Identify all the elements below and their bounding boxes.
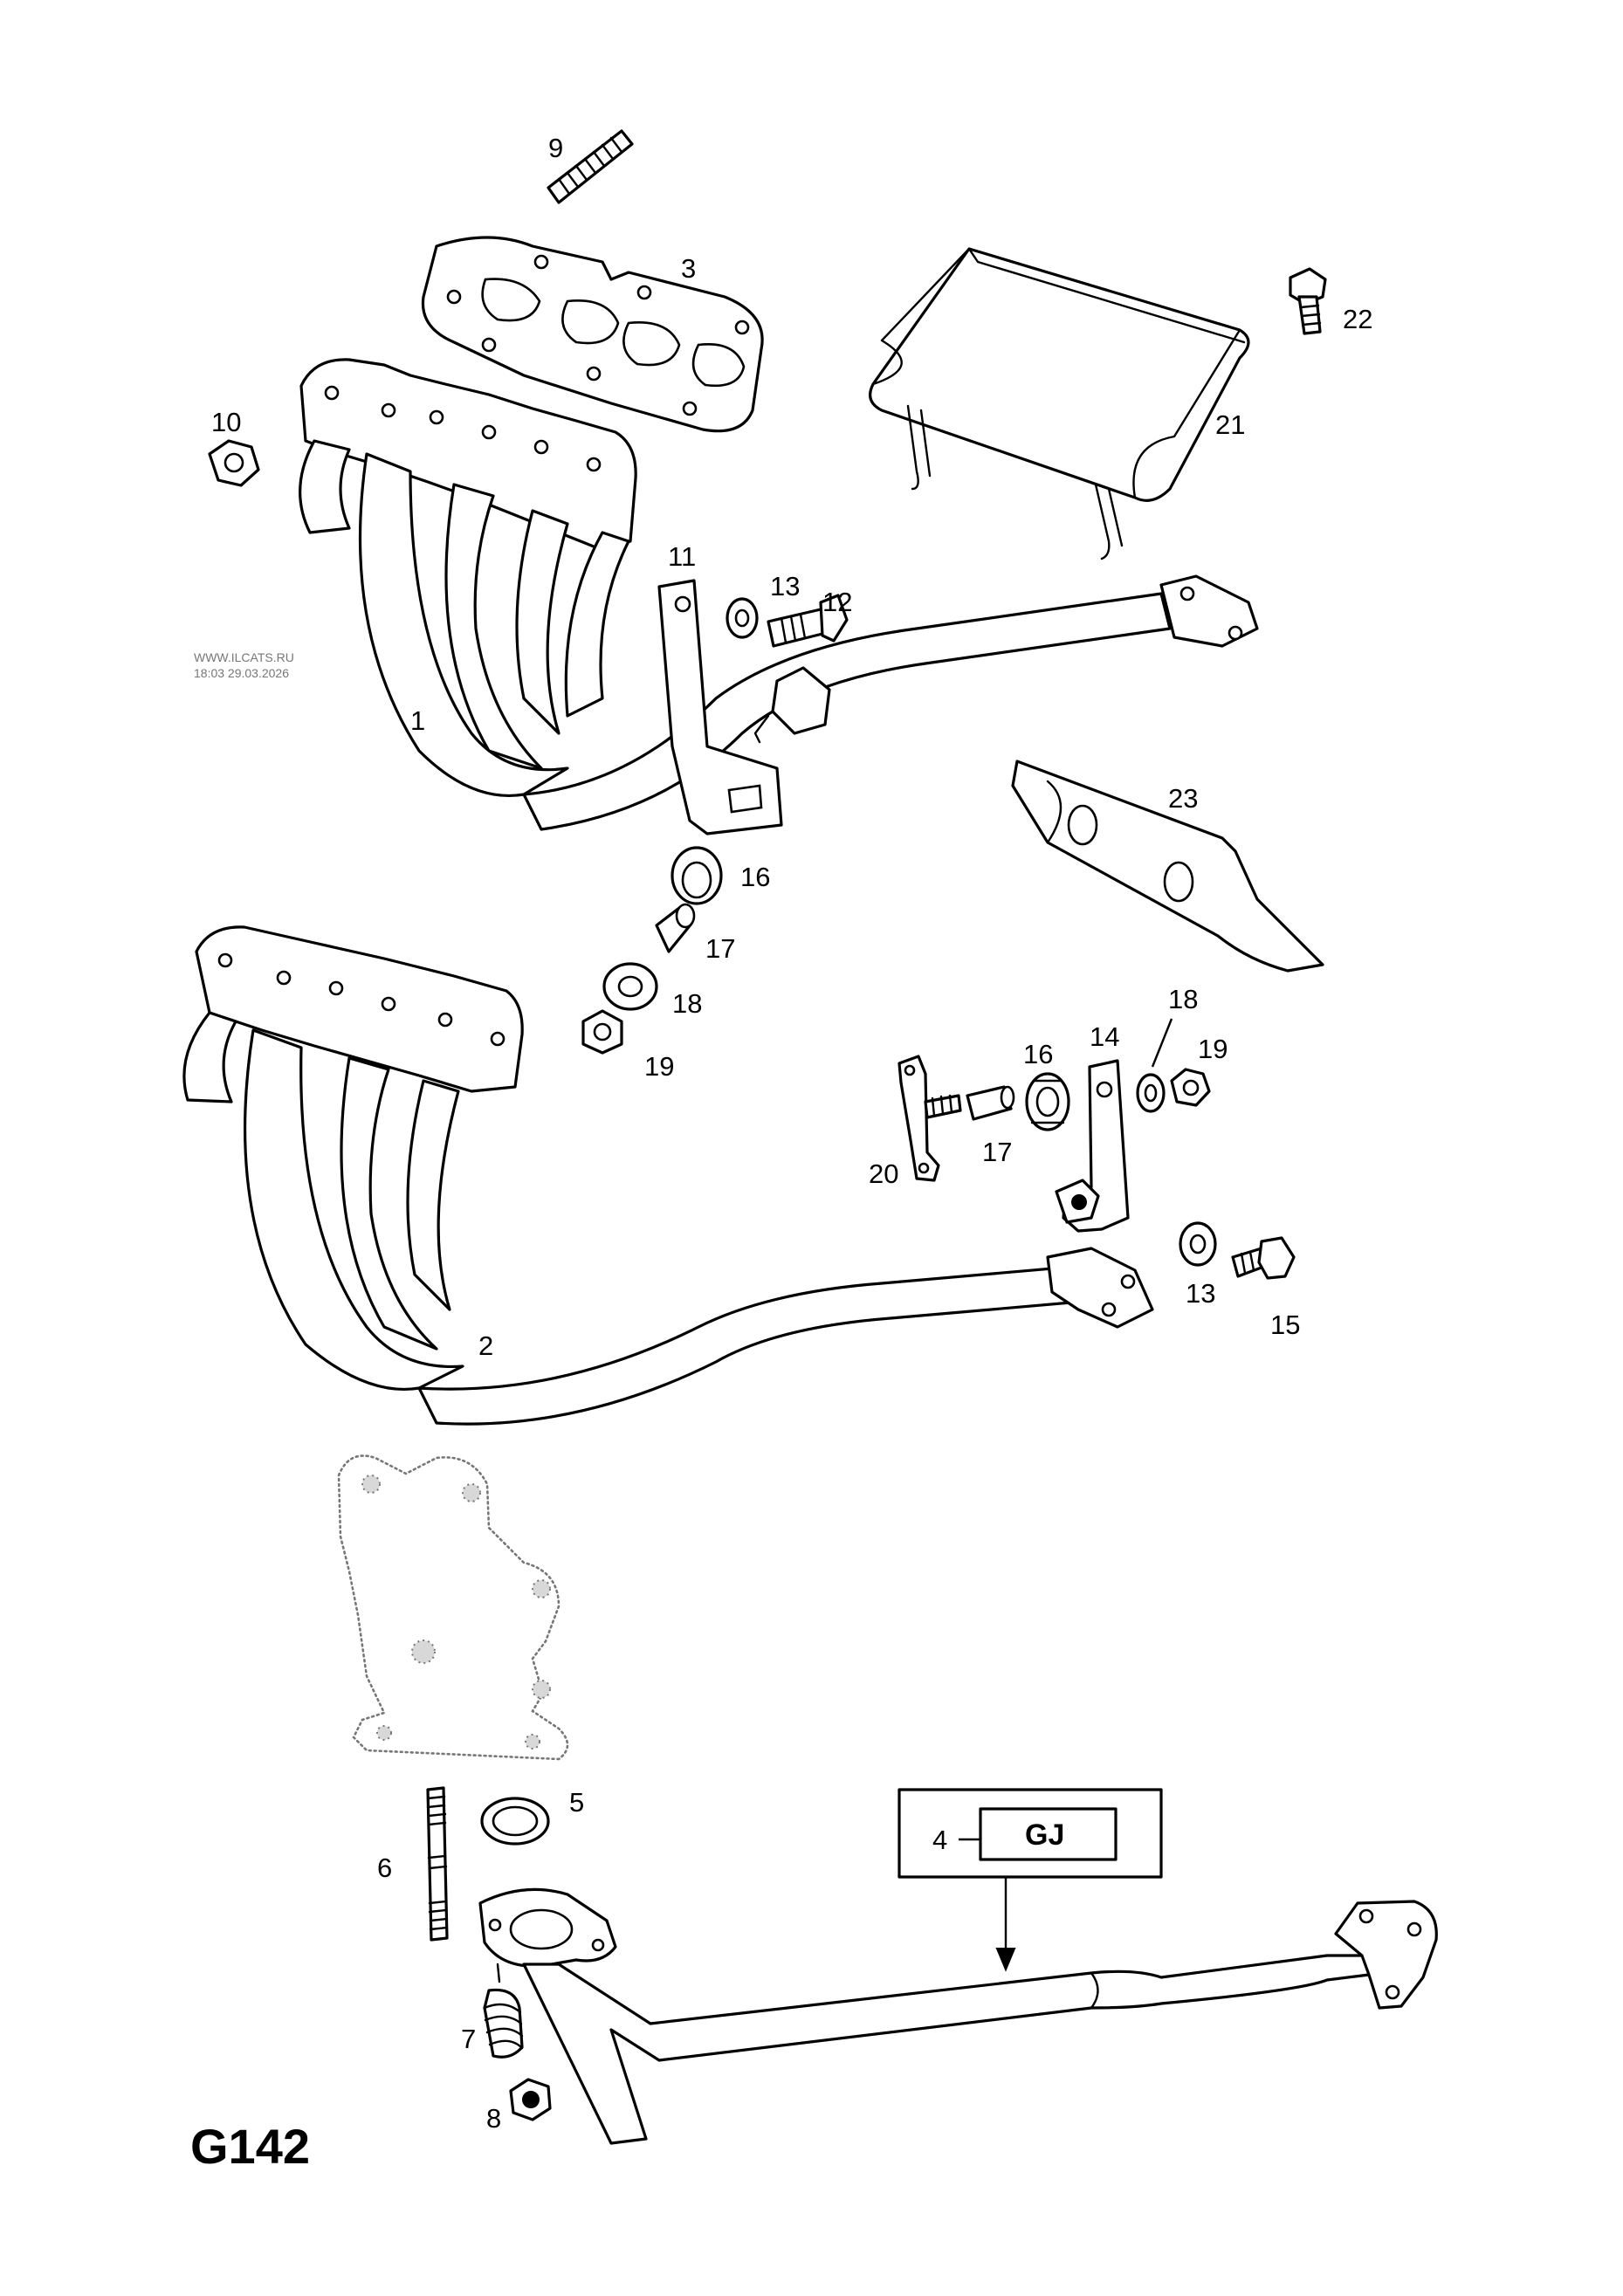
callout-17-lower: 17: [982, 1137, 1012, 1167]
part-17-sleeve-lower: [966, 1085, 1015, 1121]
callout-16-upper: 16: [740, 862, 770, 892]
variant-part-ref: 4: [932, 1825, 947, 1855]
callout-15: 15: [1270, 1310, 1300, 1340]
part-4-front-pipe: [478, 1887, 1438, 2145]
callout-13-lower: 13: [1186, 1278, 1215, 1309]
part-16-grommet-upper: [671, 846, 723, 905]
callout-2: 2: [478, 1330, 493, 1361]
callout-17-upper: 17: [705, 933, 735, 964]
callout-21: 21: [1215, 409, 1245, 440]
callout-22: 22: [1343, 304, 1372, 334]
watermark-timestamp: 18:03 29.03.2026: [194, 666, 289, 680]
part-20-bracket: [897, 1055, 962, 1182]
callout-20: 20: [869, 1158, 898, 1189]
part-13-washer-upper: [726, 597, 759, 639]
part-18-washer-lower: [1136, 1073, 1166, 1113]
part-16-grommet-lower: [1025, 1072, 1070, 1131]
callout-10: 10: [211, 407, 241, 437]
callout-5: 5: [569, 1787, 584, 1818]
callout-11: 11: [668, 541, 696, 572]
part-18-washer-upper: [602, 962, 658, 1011]
part-11-bracket: [657, 579, 783, 835]
part-19-nut-lower: [1170, 1068, 1211, 1107]
callout-14: 14: [1090, 1021, 1119, 1052]
callout-13-upper: 13: [770, 571, 800, 601]
part-3-gasket: [421, 236, 764, 433]
callout-18-lower: 18: [1168, 984, 1198, 1014]
callout-19-upper: 19: [644, 1051, 674, 1082]
callout-19-lower: 19: [1198, 1034, 1228, 1064]
part-23-heat-shield: [1011, 760, 1324, 973]
part-22-bolt: [1289, 267, 1327, 335]
callout-6: 6: [377, 1853, 392, 1883]
part-12-bolt: [767, 594, 849, 648]
variant-code: GJ: [1025, 1818, 1064, 1852]
part-14-bracket: [1055, 1059, 1130, 1233]
part-9-stud: [547, 129, 634, 204]
part-8-nut: [509, 2078, 552, 2121]
leader-18-lower: [1151, 1018, 1173, 1068]
phantom-adapter-outline: [337, 1454, 569, 1761]
variant-box: [897, 1788, 1163, 1972]
callout-9: 9: [548, 133, 563, 163]
part-19-nut-upper: [581, 1009, 623, 1055]
part-2-manifold-assembly: [182, 925, 1154, 1426]
part-10-nut: [208, 439, 260, 487]
callout-12: 12: [822, 587, 852, 617]
callout-3: 3: [681, 253, 696, 284]
diagram-code-title: G142: [190, 2119, 310, 2174]
callout-18-upper: 18: [672, 988, 702, 1019]
part-15-bolt: [1231, 1236, 1296, 1280]
callout-8: 8: [486, 2103, 501, 2134]
part-13-washer-lower: [1179, 1221, 1217, 1267]
watermark-site: WWW.ILCATS.RU: [194, 650, 294, 664]
callout-16-lower: 16: [1023, 1039, 1053, 1069]
part-17-sleeve-upper: [655, 903, 696, 953]
callout-1: 1: [410, 705, 425, 736]
part-5-gasket-ring: [480, 1797, 550, 1846]
part-7-spring: [483, 1963, 524, 2059]
callout-7: 7: [461, 2024, 476, 2054]
part-6-stud: [426, 1786, 449, 1942]
callout-23: 23: [1168, 783, 1198, 814]
part-21-heat-shield: [869, 247, 1250, 560]
